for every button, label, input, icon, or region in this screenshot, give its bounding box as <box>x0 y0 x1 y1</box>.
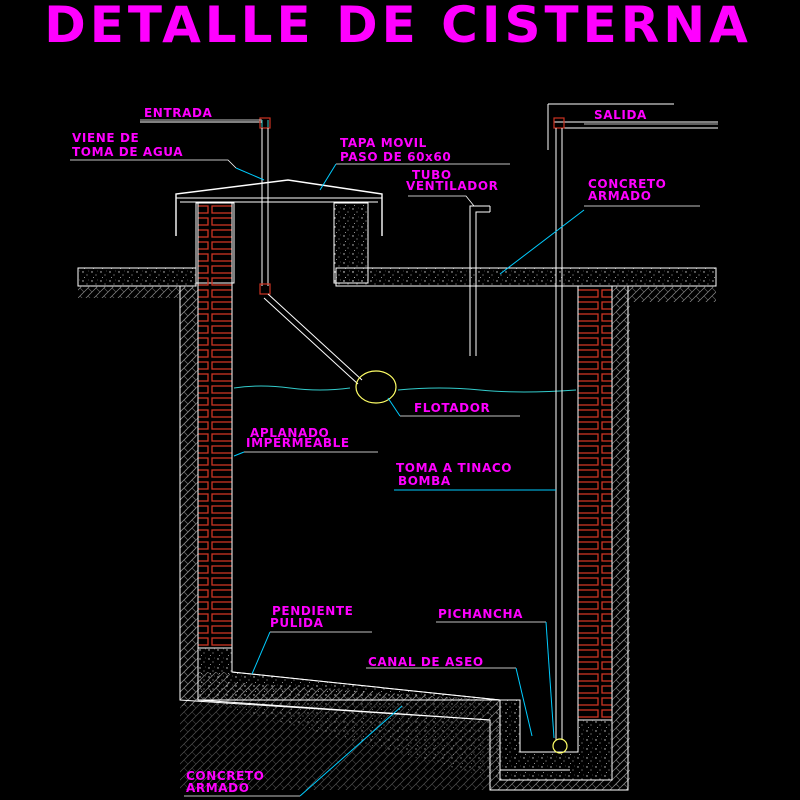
inlet-pipe <box>140 117 363 385</box>
label-salida: SALIDA <box>594 108 647 122</box>
foot-valve <box>552 738 568 754</box>
label-aplanado: APLANADO <box>250 426 329 440</box>
concrete-floor <box>179 286 629 791</box>
label-tubo: TUBO <box>412 168 452 182</box>
label-concreto-top: CONCRETO <box>588 177 666 191</box>
label-pendiente: PENDIENTE <box>272 604 353 618</box>
label-armado-bot: ARMADO <box>186 781 250 795</box>
vent-pipe <box>469 205 491 356</box>
manhole-lid <box>175 179 383 236</box>
label-canal-de-aseo: CANAL DE ASEO <box>368 655 484 669</box>
label-impermeable: IMPERMEABLE <box>246 436 350 450</box>
label-bomba: BOMBA <box>398 474 451 488</box>
label-viene-de: VIENE DE <box>72 131 139 145</box>
label-paso: PASO DE 60x60 <box>340 150 451 164</box>
brick-wall-left <box>197 202 233 649</box>
drawing-title: DETALLE DE CISTERNA <box>44 0 752 54</box>
label-entrada: ENTRADA <box>144 106 213 120</box>
label-ventilador: VENTILADOR <box>406 179 499 193</box>
brick-wall-right <box>577 285 613 721</box>
label-armado-top: ARMADO <box>588 189 652 203</box>
label-pulida: PULIDA <box>270 616 324 630</box>
float-ball <box>355 370 397 404</box>
label-concreto-bot: CONCRETO <box>186 769 264 783</box>
label-flotador: FLOTADOR <box>414 401 490 415</box>
curb-right <box>333 202 369 284</box>
label-pichancha: PICHANCHA <box>438 607 523 621</box>
label-toma-tinaco: TOMA A TINACO <box>396 461 512 475</box>
label-toma-de-agua: TOMA DE AGUA <box>72 145 183 159</box>
water-level-line <box>233 385 577 393</box>
outlet-pipe <box>547 103 718 740</box>
leader-arrows <box>233 163 585 797</box>
ground-slab <box>77 267 717 302</box>
label-tapa-movil: TAPA MOVIL <box>340 136 427 150</box>
